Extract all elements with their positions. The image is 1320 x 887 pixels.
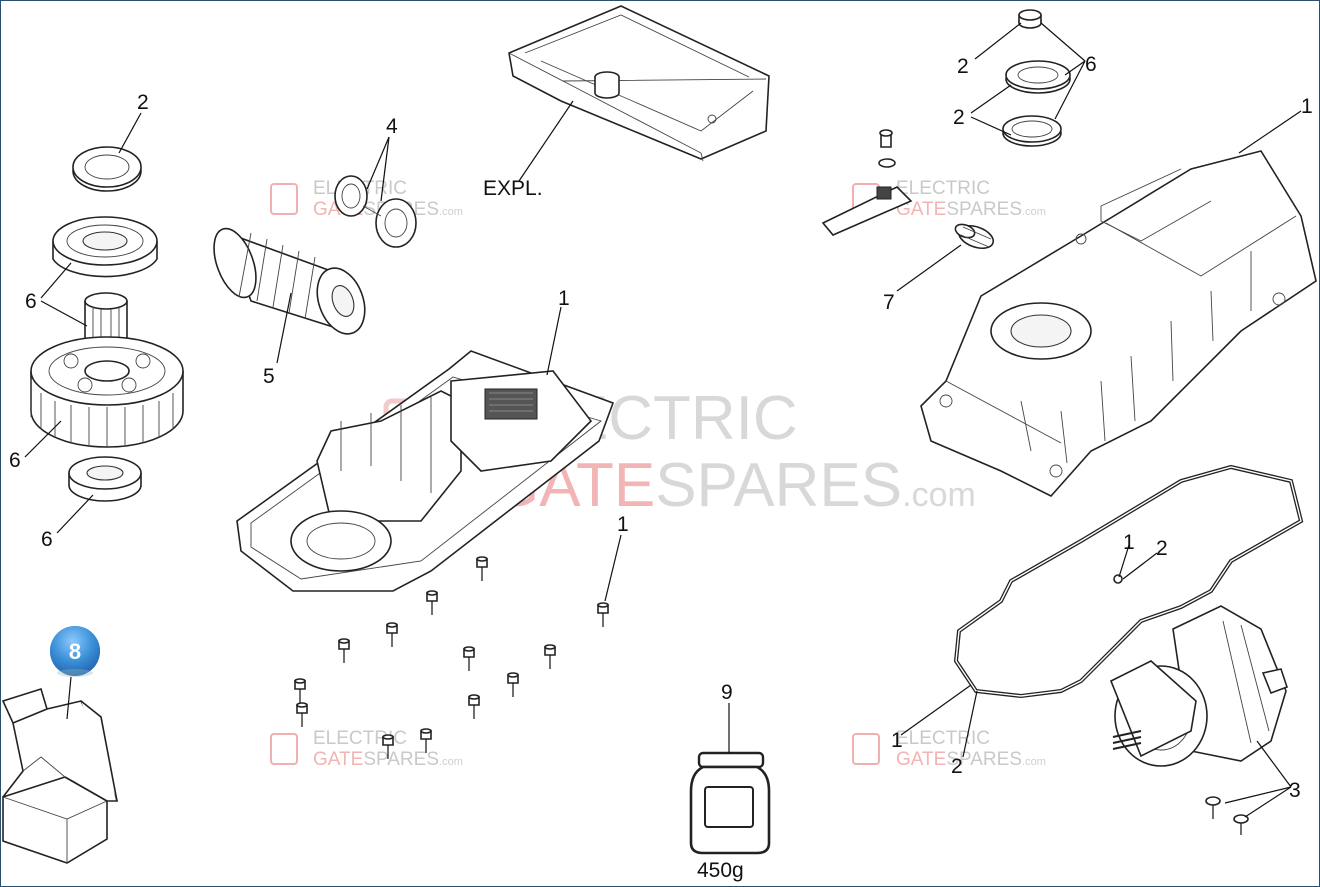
part-electric-motor[interactable] xyxy=(1109,605,1289,767)
label-grease-weight: 450g xyxy=(697,859,744,882)
label-part-6: 6 xyxy=(41,528,53,551)
leader-line xyxy=(66,676,72,720)
label-part-1: 1 xyxy=(617,513,629,536)
label-part-expl: EXPL. xyxy=(483,177,543,200)
part-packaging-box[interactable] xyxy=(1,687,119,864)
screw[interactable] xyxy=(338,638,350,663)
part-motor-cover[interactable] xyxy=(920,150,1317,497)
part-seal-ring-top-left[interactable] xyxy=(72,146,142,192)
label-part-6: 6 xyxy=(25,290,37,313)
part-motor-screws[interactable] xyxy=(1205,796,1249,835)
watermark-large-spares: SPARES xyxy=(655,451,902,520)
label-part-6: 6 xyxy=(9,449,21,472)
label-part-1: 1 xyxy=(891,729,903,752)
label-part-2: 2 xyxy=(137,91,149,114)
label-part-7: 7 xyxy=(883,291,895,314)
screw[interactable] xyxy=(426,590,438,615)
label-part-4: 4 xyxy=(386,115,398,138)
watermark-small-com: .com xyxy=(439,756,463,768)
watermark-small-gate: GATE xyxy=(896,199,946,220)
watermark-small-com: .com xyxy=(439,206,463,218)
part-grease-jar[interactable] xyxy=(689,751,771,855)
watermark-small-com: .com xyxy=(1022,206,1046,218)
screw[interactable] xyxy=(296,702,308,727)
part-cover-gasket[interactable] xyxy=(953,464,1304,699)
screw[interactable] xyxy=(463,646,475,671)
part-bearing-ring-top-right[interactable] xyxy=(1005,60,1071,94)
watermark-small-spares: SPARES xyxy=(946,749,1022,770)
screw[interactable] xyxy=(597,602,609,627)
label-part-2: 2 xyxy=(953,106,965,129)
watermark-small-line1: ELECTRIC xyxy=(896,728,990,749)
item-number-badge: 8 xyxy=(50,626,100,677)
screw[interactable] xyxy=(468,694,480,719)
badge-number: 8 xyxy=(69,639,81,664)
label-part-1: 1 xyxy=(1301,95,1313,118)
part-bearing-upper-left[interactable] xyxy=(52,216,158,278)
part-worm-shaft[interactable] xyxy=(206,223,374,340)
label-part-3: 3 xyxy=(1289,779,1301,802)
watermark-small-line2: GATESPARES.com xyxy=(896,749,1046,770)
label-part-2: 2 xyxy=(951,755,963,778)
screw[interactable] xyxy=(420,728,432,753)
screw[interactable] xyxy=(1205,796,1221,819)
screw[interactable] xyxy=(382,734,394,759)
leader-lines xyxy=(24,22,1302,818)
watermark-small-gate: GATE xyxy=(313,749,363,770)
label-part-5: 5 xyxy=(263,365,275,388)
screw[interactable] xyxy=(294,678,306,703)
watermark-small-bottom-left: ELECTRIC GATESPARES.com xyxy=(270,728,463,770)
label-part-2: 2 xyxy=(957,55,969,78)
part-main-gear-shaft[interactable] xyxy=(30,292,184,448)
watermark-small-top-right: ELECTRIC GATESPARES.com xyxy=(852,178,1046,220)
label-part-1: 1 xyxy=(558,287,570,310)
watermark-small-line2: GATESPARES.com xyxy=(896,199,1046,220)
watermark-small-bottom-right: ELECTRIC GATESPARES.com xyxy=(852,728,1046,770)
part-pinion-gears[interactable] xyxy=(334,175,417,248)
part-cable-gland[interactable] xyxy=(954,221,997,252)
part-expl-housing-box[interactable] xyxy=(508,5,770,162)
screw[interactable] xyxy=(476,556,488,581)
screw[interactable] xyxy=(1233,814,1249,835)
watermark-small-line1: ELECTRIC xyxy=(896,178,990,199)
part-labels: 2 6 6 6 4 5 EXPL. 1 1 2 2 6 1 7 1 2 1 2 … xyxy=(9,53,1313,882)
watermark-large-com: .com xyxy=(902,476,976,514)
part-seal-ring-right[interactable] xyxy=(1002,115,1062,147)
watermark-small-line2: GATESPARES.com xyxy=(313,749,463,770)
part-screws-base[interactable] xyxy=(294,556,609,759)
part-gearbox-base-plate[interactable] xyxy=(236,350,615,592)
part-cap-top-right[interactable] xyxy=(1018,9,1042,29)
watermark-small-spares: SPARES xyxy=(946,199,1022,220)
screw[interactable] xyxy=(386,622,398,647)
part-bearing-lower-left[interactable] xyxy=(68,456,142,502)
screw[interactable] xyxy=(544,644,556,669)
watermark-small-spares: SPARES xyxy=(363,749,439,770)
screw[interactable] xyxy=(507,672,519,697)
watermark-small-gate: GATE xyxy=(896,749,946,770)
part-release-key-assembly[interactable] xyxy=(821,129,913,236)
label-part-2: 2 xyxy=(1156,537,1168,560)
label-part-1: 1 xyxy=(1123,531,1135,554)
label-part-9: 9 xyxy=(721,681,733,704)
watermark-large-line2: GATESPARES.com xyxy=(491,451,976,520)
watermark-small-com: .com xyxy=(1022,756,1046,768)
label-part-6: 6 xyxy=(1085,53,1097,76)
